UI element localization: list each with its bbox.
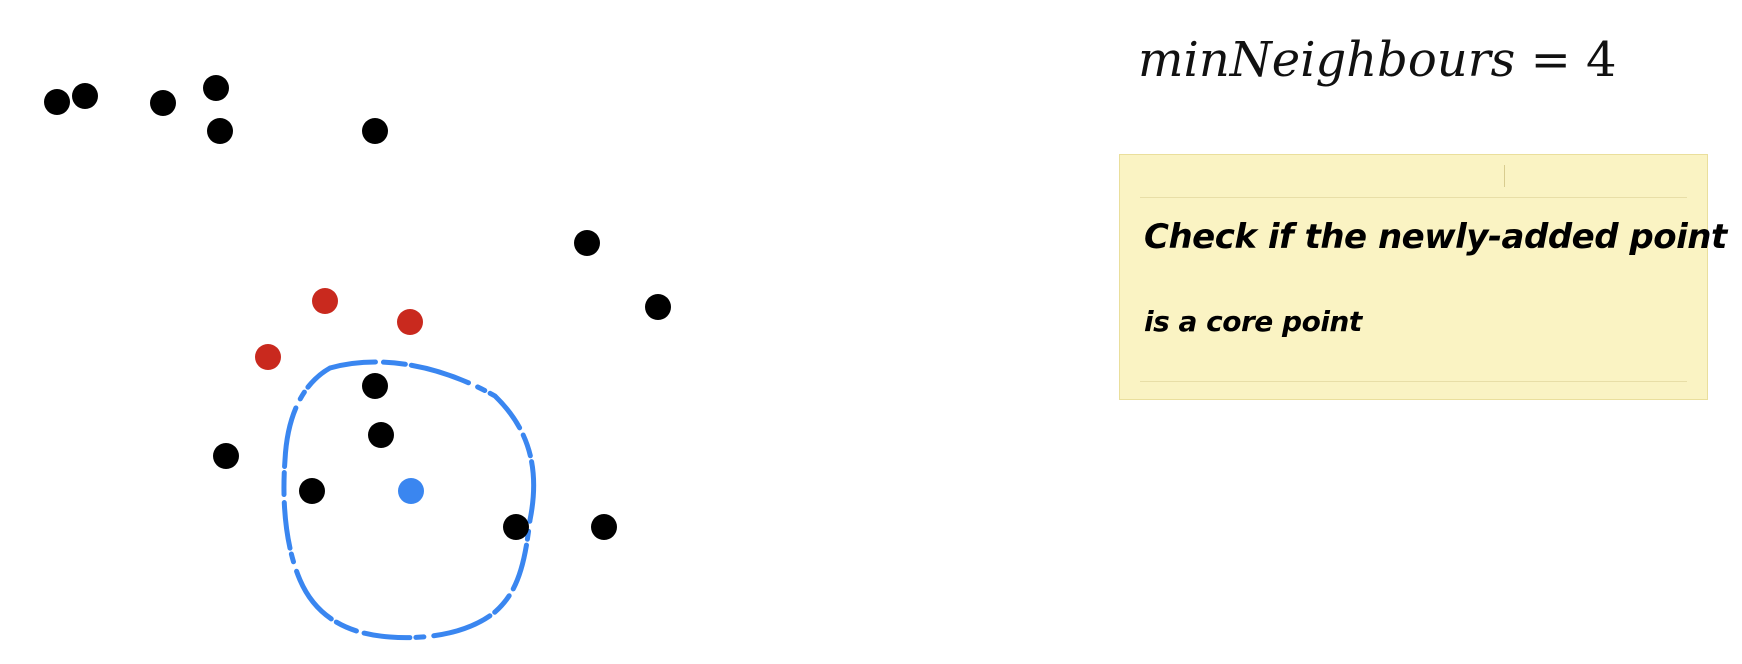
unassigned-point [150, 90, 176, 116]
unassigned-point [44, 89, 70, 115]
unassigned-point [368, 422, 394, 448]
unassigned-point [362, 118, 388, 144]
note-rule [1140, 197, 1687, 198]
unassigned-point [645, 294, 671, 320]
note-line-2: is a core point [1144, 305, 1362, 338]
scatter-diagram [44, 75, 671, 641]
sticky-note: Check if the newly-added point is a core… [1119, 154, 1727, 400]
unassigned-point [72, 83, 98, 109]
unassigned-point [574, 230, 600, 256]
min-neighbours-formula: minNeighbours = 4 [1138, 30, 1617, 90]
formula-variable: minNeighbours [1138, 32, 1516, 88]
unassigned-point [203, 75, 229, 101]
cluster-point [312, 288, 338, 314]
formula-value: 4 [1586, 32, 1617, 88]
unassigned-point [591, 514, 617, 540]
unassigned-point [213, 443, 239, 469]
neighbourhood-circle [281, 359, 537, 641]
points-group [44, 75, 671, 540]
new-point [398, 478, 424, 504]
note-tick [1504, 165, 1505, 187]
cluster-point [397, 309, 423, 335]
unassigned-point [503, 514, 529, 540]
note-rule [1140, 381, 1687, 382]
unassigned-point [299, 478, 325, 504]
note-line-1: Check if the newly-added point [1144, 217, 1727, 257]
cluster-point [255, 344, 281, 370]
formula-operator: = [1530, 32, 1571, 88]
unassigned-point [207, 118, 233, 144]
unassigned-point [362, 373, 388, 399]
